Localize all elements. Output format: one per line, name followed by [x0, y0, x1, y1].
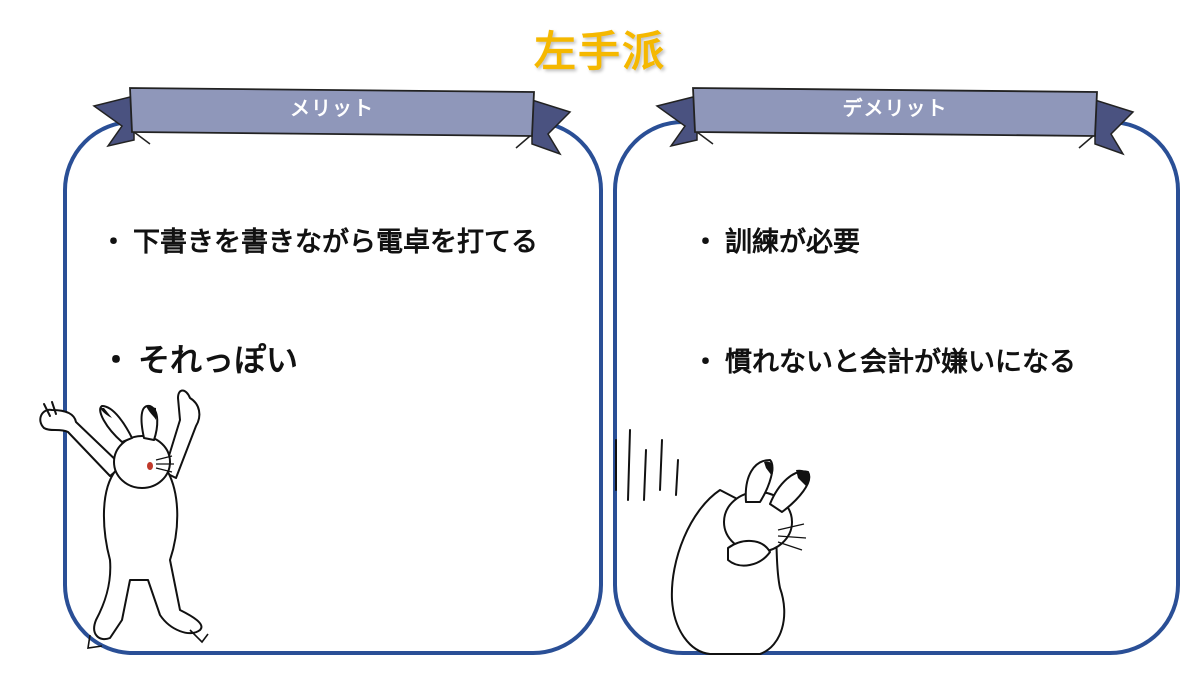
demerit-item-text: 慣れないと会計が嫌いになる: [725, 347, 1076, 378]
demerit-item-text: 訓練が必要: [725, 227, 860, 258]
cheering-rabbit-illustration: [39, 389, 209, 649]
page-title: 左手派: [533, 27, 666, 76]
demerit-label: デメリット: [842, 96, 948, 120]
merit-item-2: ・それっぽい: [100, 335, 298, 381]
bullet: ・: [100, 227, 127, 258]
demerit-item-2: ・慣れないと会計が嫌いになる: [692, 340, 1076, 379]
demerit-item-1: ・訓練が必要: [692, 220, 860, 259]
merit-item-1: ・下書きを書きながら電卓を打てる: [100, 220, 538, 259]
merit-label: メリット: [290, 96, 374, 120]
shy-rabbit-illustration: [615, 429, 811, 655]
bullet: ・: [100, 341, 133, 379]
merit-item-text: それっぽい: [138, 341, 299, 379]
merit-item-text: 下書きを書きながら電卓を打てる: [133, 227, 538, 258]
demerit-panel: [613, 120, 1180, 655]
bullet: ・: [692, 347, 719, 378]
ribbon-banner-icon: [655, 87, 1135, 156]
merit-ribbon: メリット: [92, 78, 572, 160]
demerit-ribbon: デメリット: [655, 78, 1135, 160]
bullet: ・: [692, 227, 719, 258]
ribbon-banner-icon: [92, 87, 572, 156]
